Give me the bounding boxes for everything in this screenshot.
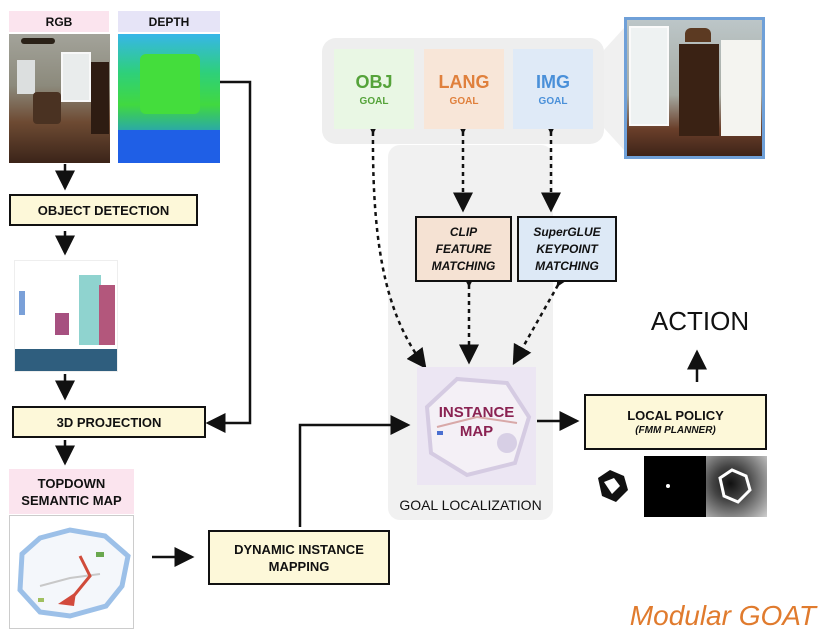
- local-policy-title: LOCAL POLICY: [627, 407, 724, 423]
- clip-line3: MATCHING: [431, 258, 496, 273]
- dynamic-line2: MAPPING: [268, 558, 330, 574]
- dynamic-line1: DYNAMIC INSTANCE: [234, 541, 364, 557]
- obstacle-map: [584, 456, 644, 517]
- obj-goal-sub: GOAL: [359, 96, 389, 107]
- img-goal-box: IMG GOAL: [513, 49, 593, 129]
- clip-feature-matching-box: CLIP FEATURE MATCHING: [415, 216, 512, 282]
- clip-line2: FEATURE: [435, 241, 492, 256]
- policy-maps-strip: [584, 456, 767, 517]
- img-goal-sub: GOAL: [538, 96, 568, 107]
- object-detection-box: OBJECT DETECTION: [9, 194, 198, 226]
- topdown-label-line2: SEMANTIC MAP: [21, 492, 122, 508]
- rgb-image: [9, 34, 110, 163]
- obj-goal-box: OBJ GOAL: [334, 49, 414, 129]
- lang-goal-title: LANG: [438, 72, 490, 92]
- local-policy-sub: (FMM PLANNER): [635, 424, 716, 436]
- distance-map: [706, 456, 767, 517]
- goal-localization-label: GOAL LOCALIZATION: [399, 497, 542, 513]
- instance-map-label: INSTANCE MAP: [417, 403, 536, 441]
- rgb-label: RGB: [9, 11, 109, 32]
- instance-map-line2: MAP: [459, 423, 494, 440]
- goal-image: [624, 17, 765, 159]
- segmentation-image: [14, 260, 118, 372]
- topdown-map-image: [9, 515, 134, 629]
- lang-goal-sub: GOAL: [449, 96, 479, 107]
- topdown-semantic-map-label: TOPDOWN SEMANTIC MAP: [9, 469, 134, 514]
- local-policy-box: LOCAL POLICY (FMM PLANNER): [584, 394, 767, 450]
- goal-map: [644, 456, 706, 517]
- superglue-line2: KEYPOINT: [536, 241, 598, 256]
- lang-goal-box: LANG GOAL: [424, 49, 504, 129]
- action-label: ACTION: [650, 306, 750, 336]
- clip-line1: CLIP: [449, 224, 478, 239]
- 3d-projection-box: 3D PROJECTION: [12, 406, 206, 438]
- depth-image: [118, 34, 220, 163]
- superglue-line3: MATCHING: [535, 258, 599, 273]
- obj-goal-title: OBJ: [355, 72, 393, 92]
- superglue-line1: SuperGLUE: [533, 224, 601, 239]
- superglue-keypoint-matching-box: SuperGLUE KEYPOINT MATCHING: [517, 216, 617, 282]
- instance-map-image: INSTANCE MAP: [417, 367, 536, 485]
- instance-map-line1: INSTANCE: [438, 404, 515, 421]
- topdown-label-line1: TOPDOWN: [37, 475, 106, 491]
- dynamic-instance-mapping-box: DYNAMIC INSTANCE MAPPING: [208, 530, 390, 585]
- brand-title: Modular GOAT: [629, 600, 816, 631]
- depth-label: DEPTH: [118, 11, 220, 32]
- img-goal-title: IMG: [536, 72, 570, 92]
